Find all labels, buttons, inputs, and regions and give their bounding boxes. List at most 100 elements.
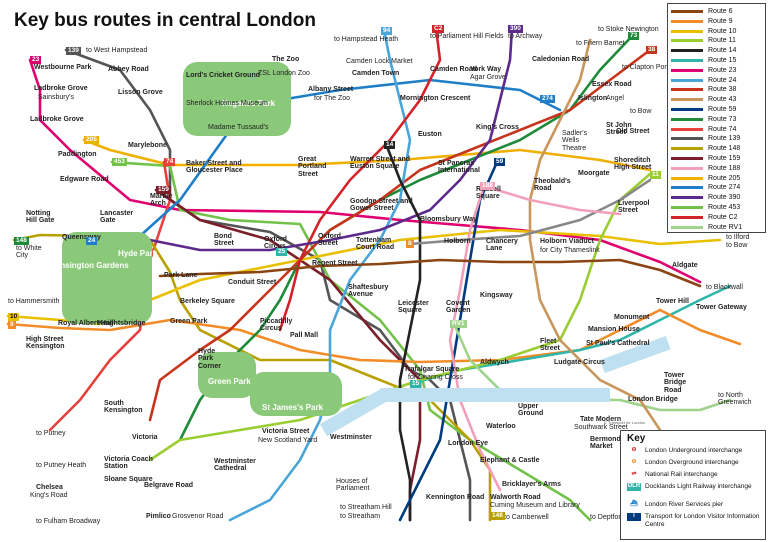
- place-london-bridge: London Bridge: [628, 396, 678, 403]
- place-walworth-road: Walworth Road: [490, 494, 541, 501]
- place-marble-arch: Marble Arch: [150, 193, 173, 208]
- place-to-bow-e: to Bow: [726, 242, 748, 249]
- river-thames-middle: [380, 388, 610, 402]
- place-abbey-road: Abbey Road: [108, 66, 149, 73]
- place-knightsbridge: Knightsbridge: [98, 320, 146, 327]
- place-oxford-street: Oxford Street: [318, 233, 341, 248]
- place-great-portland: Great Portland Street: [298, 156, 327, 178]
- map-title: Key bus routes in central London: [14, 10, 316, 31]
- legend-swatch: [671, 39, 703, 43]
- legend-row: Route 15: [671, 56, 765, 65]
- place-to-hampstead-heath: to Hampstead Heath: [334, 36, 399, 43]
- park-regents: [183, 62, 291, 136]
- legend-label: Route 15: [708, 57, 737, 64]
- legend-label: Route 188: [708, 164, 741, 172]
- place-to-clapton-pond: to Clapton Pond: [622, 64, 673, 71]
- route-line: [82, 138, 652, 172]
- legend-label: Route 74: [708, 125, 737, 133]
- legend-row: Route 274: [671, 183, 765, 192]
- place-upper-ground: Upper Ground: [518, 403, 544, 418]
- route-badge: 11: [650, 171, 661, 179]
- overground-roundel-icon: ⊖: [631, 459, 637, 465]
- place-leicester-square: Leicester Square: [398, 300, 429, 315]
- place-to-putney: to Putney: [36, 430, 66, 437]
- place-green-park-st: Green Park: [170, 318, 208, 325]
- legend-swatch: [671, 88, 703, 92]
- place-westminster: Westminster: [330, 434, 372, 441]
- place-chelsea: Chelsea: [36, 484, 63, 491]
- place-bloomsbury-way: Bloomsbury Way: [420, 216, 477, 223]
- route-line: [154, 188, 422, 522]
- place-oxford-circus: Oxford Circus: [264, 236, 287, 251]
- credit: © Transport for London: [604, 420, 646, 425]
- route-badge: 159: [156, 186, 171, 194]
- legend-swatch: [671, 68, 703, 72]
- park-label-hyde: Hyde Park: [118, 249, 158, 258]
- place-to-bow-n: to Bow: [630, 108, 652, 115]
- route-line: [158, 258, 702, 288]
- legend-label: Route 139: [708, 135, 741, 143]
- place-westminster-cathedral: Westminster Cathedral: [214, 458, 256, 473]
- legend-row: Route 139: [671, 134, 765, 143]
- map-key: Key ⊖London Underground interchange ⊖Lon…: [620, 430, 766, 540]
- place-goodge-street: Goodge Street and Gower Street: [350, 198, 413, 213]
- place-to-west-hampstead: to West Hampstead: [86, 47, 148, 54]
- place-lancaster-gate: Lancaster Gate: [100, 210, 134, 225]
- place-the-zoo: The Zoo: [272, 56, 300, 63]
- place-caledonian-road: Caledonian Road: [532, 56, 590, 63]
- place-kings-cross: King's Cross: [476, 124, 519, 131]
- legend-row: Route 38: [671, 85, 765, 94]
- place-to-friern-barnet: to Friern Barnet: [576, 40, 625, 47]
- legend-label: Route 11: [708, 37, 736, 45]
- place-shaftesbury: Shaftesbury Avenue: [348, 284, 389, 299]
- place-city-thameslink: for City Thameslink: [540, 247, 600, 254]
- place-paddington: Paddington: [58, 151, 97, 158]
- place-euston: Euston: [418, 131, 442, 138]
- place-old-street: Old Street: [616, 128, 650, 135]
- place-bricklayers-arms: Bricklayer's Arms: [502, 481, 561, 488]
- place-albany-street: Albany Street: [308, 86, 354, 93]
- place-camden-town: Camden Town: [352, 70, 400, 77]
- place-grosvenor-road: Grosvenor Road: [172, 513, 224, 520]
- route-badge: 74: [164, 158, 176, 166]
- place-st-pauls: St Paul's Cathedral: [586, 340, 650, 347]
- place-to-camberwell: to Camberwell: [504, 514, 549, 521]
- legend-row: Route 74: [671, 125, 765, 134]
- place-pall-mall: Pall Mall: [290, 332, 319, 339]
- legend-label: Route RV1: [708, 223, 743, 231]
- route-badge: 14: [384, 141, 396, 149]
- place-to-archway: to Archway: [508, 33, 543, 40]
- legend-swatch: [671, 196, 703, 200]
- legend-row: Route 148: [671, 144, 765, 153]
- legend-swatch: [671, 176, 703, 180]
- route-badge: 390: [508, 25, 523, 33]
- legend-label: Route 38: [708, 86, 737, 94]
- place-conduit-street: Conduit Street: [228, 279, 277, 286]
- legend-swatch: [671, 19, 703, 23]
- key-title: Key: [627, 433, 646, 444]
- place-york-way: York Way: [470, 66, 502, 73]
- place-to-fulham-broadway: to Fulham Broadway: [36, 518, 101, 525]
- route-line: [658, 308, 742, 346]
- place-liverpool-street: Liverpool Street: [618, 200, 650, 215]
- place-st-pancras: St Pancras International: [438, 160, 481, 175]
- park-label-stjames: St James's Park: [262, 403, 324, 412]
- legend-label: Route 23: [708, 66, 737, 74]
- place-hyde-park-corner: Hyde Park Corner: [198, 348, 221, 370]
- legend-row: Route 453: [671, 203, 765, 212]
- info-icon: i: [627, 513, 641, 521]
- route-badge: 94: [381, 27, 393, 35]
- place-notting-hill-gate: Notting Hill Gate: [26, 210, 55, 225]
- place-pimlico: Pimlico: [146, 513, 171, 520]
- legend-row: Route 188: [671, 164, 765, 173]
- place-ladbroke-grove-s: Ladbroke Grove: [30, 116, 84, 123]
- legend-row: Route 24: [671, 76, 765, 85]
- legend-swatch: [671, 186, 703, 190]
- place-regent-street: Regent Street: [312, 260, 358, 267]
- place-lisson-grove: Lisson Grove: [118, 89, 163, 96]
- place-warren-street: Warren Street and Euston Square: [350, 156, 411, 171]
- legend-swatch: [671, 225, 703, 229]
- place-to-streatham: to Streatham: [340, 513, 381, 520]
- place-to-ilford: to Ilford: [726, 234, 750, 241]
- legend-label: Route 390: [708, 194, 741, 202]
